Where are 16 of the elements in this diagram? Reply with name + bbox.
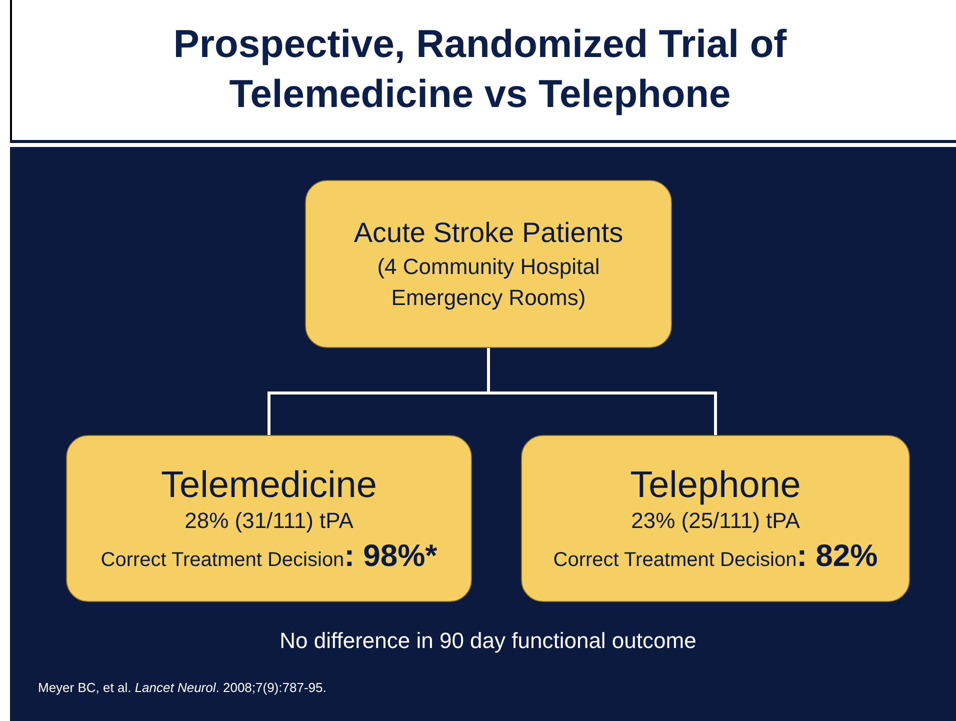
metric-value: : 82%	[796, 538, 878, 572]
metric-label: Correct Treatment Decision	[100, 548, 344, 570]
group-heading: Telephone	[630, 464, 801, 506]
tpa-rate: 23% (25/111) tPA	[631, 508, 800, 534]
box-subtext: (4 Community Hospital Emergency Rooms)	[376, 253, 601, 312]
rounded-box	[521, 435, 910, 602]
rounded-box	[305, 180, 672, 348]
citation-text: Meyer BC, et al. Lancet Neurol. 2008;7(9):787-95.	[38, 680, 326, 695]
note-text: No difference in 90 day functional outcome	[280, 628, 696, 653]
metric-value: : 98%*	[344, 538, 438, 572]
rounded-box	[66, 435, 472, 602]
metric-label: Correct Treatment Decision	[553, 548, 797, 570]
tpa-rate: 28% (31/111) tPA	[184, 508, 354, 534]
slide-title: Prospective, Randomized Trial of Telemedicine vs Telephone	[172, 22, 788, 118]
box-heading: Acute Stroke Patients	[354, 216, 624, 250]
group-heading: Telemedicine	[161, 464, 377, 506]
